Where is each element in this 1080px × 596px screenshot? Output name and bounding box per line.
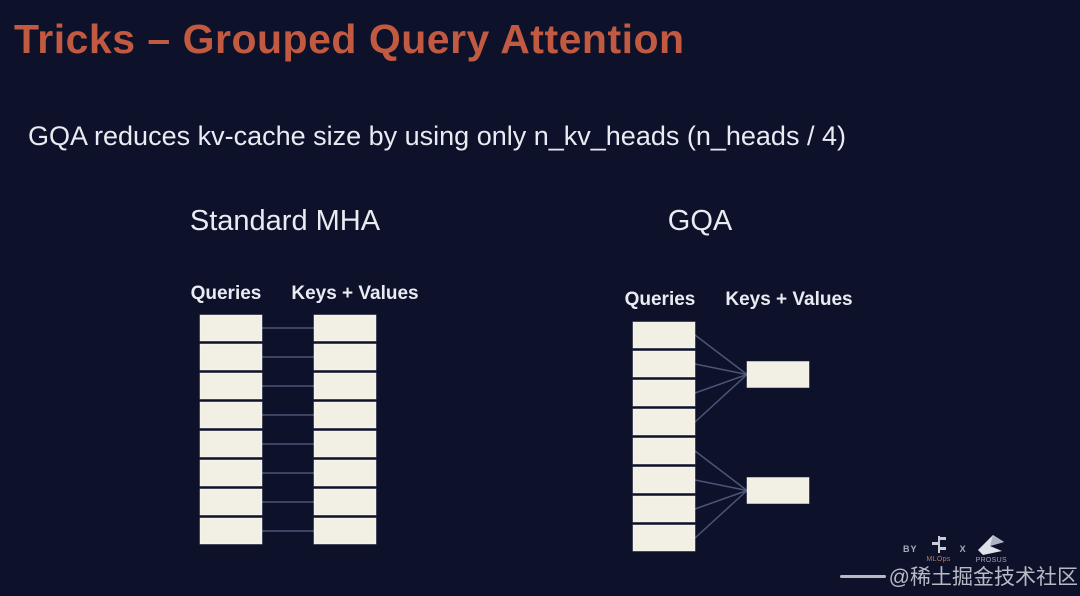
watermark: @稀土掘金技术社区 <box>839 561 1078 591</box>
watermark-line <box>839 574 886 578</box>
prosus-logo-icon <box>978 535 1005 555</box>
gqa-diagram <box>632 321 810 552</box>
x-separator: X <box>959 544 967 554</box>
by-label: BY <box>903 544 918 554</box>
watermark-text: @稀土掘金技术社区 <box>888 566 1078 589</box>
mlops-logo-icon <box>931 536 946 553</box>
prosus-logo-text: PROSUS <box>975 557 1007 564</box>
mha-diagram <box>199 314 377 545</box>
gqa-heading: GQA <box>667 205 733 237</box>
mha-queries-label: Queries <box>190 283 262 304</box>
mha-keys-values-label: Keys + Values <box>291 283 419 304</box>
gqa-queries-label: Queries <box>624 289 696 310</box>
slide-subtitle: GQA reduces kv-cache size by using only … <box>28 121 846 151</box>
footer-logos: BY MLOps X PROSUS <box>903 531 1053 567</box>
mlops-logo-text: MLOps <box>926 556 951 563</box>
prosus-logo: PROSUS <box>976 534 1007 564</box>
mha-heading: Standard MHA <box>189 205 381 237</box>
gqa-keys-values-label: Keys + Values <box>725 289 853 310</box>
slide-title: Tricks – Grouped Query Attention <box>14 16 685 62</box>
mlops-logo: MLOps <box>927 535 951 563</box>
